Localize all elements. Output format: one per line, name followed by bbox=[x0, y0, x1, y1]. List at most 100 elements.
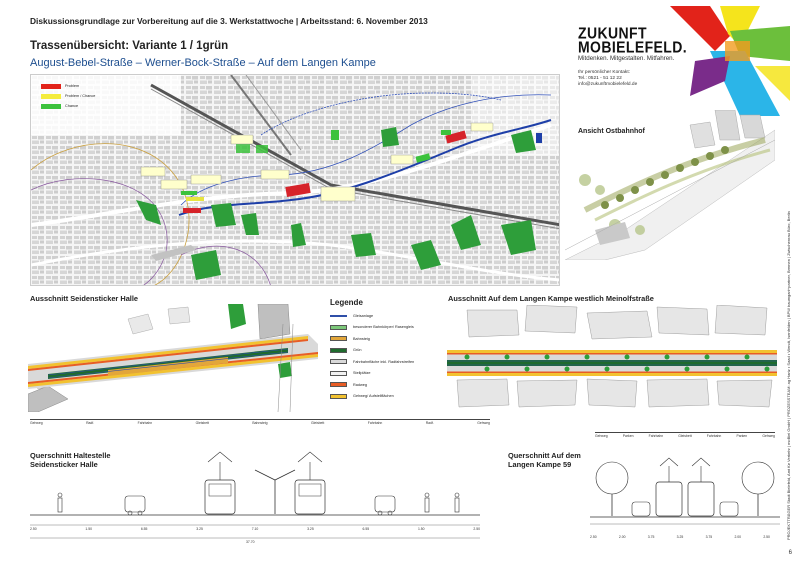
overview-map[interactable]: Problem Problem / Chance Chance bbox=[30, 74, 560, 286]
cross-purple-arm bbox=[690, 56, 730, 96]
contact-label: Ihr persönlicher Kontakt: bbox=[578, 70, 630, 75]
dim-label: Fahrbahn bbox=[648, 434, 664, 438]
cross-orange-center bbox=[725, 41, 750, 61]
brand-tagline: Mitdenken. Mitgestalten. Mitfahren. bbox=[578, 55, 675, 62]
map-legend-chance: Chance bbox=[41, 101, 95, 111]
legend-label: Grün bbox=[353, 348, 362, 353]
ostbahnhof-graphic bbox=[564, 109, 776, 261]
map-legend-label: Chance bbox=[65, 104, 79, 108]
dim-label: Fahrbahn bbox=[367, 421, 383, 425]
section-qs-halte-title: Querschnitt Haltestelle Seidensticker Ha… bbox=[30, 451, 111, 469]
map-legend-swatch bbox=[41, 93, 61, 99]
qs-number: 2.50 bbox=[763, 535, 770, 539]
map-legend-label: Problem bbox=[65, 84, 80, 88]
qs-halte-title-line-1: Querschnitt Haltestelle bbox=[30, 451, 111, 460]
legend-swatch bbox=[330, 336, 347, 342]
qs-number: 2.00 bbox=[618, 535, 626, 539]
overview-map-graphic bbox=[31, 75, 559, 285]
qs-halte-drawing[interactable] bbox=[30, 440, 490, 550]
qs-kampe-numbers: 2.50 2.00 3.75 3.25 3.75 2.00 2.50 bbox=[590, 535, 770, 539]
legend-swatch bbox=[330, 393, 347, 399]
map-legend-label: Problem / Chance bbox=[65, 94, 96, 98]
qs-number: 3.75 bbox=[705, 535, 713, 539]
qs-halte-numbers: 2.50 1.50 6.55 3.25 7.10 3.25 6.55 1.50 … bbox=[30, 527, 480, 531]
map-legend-problem-chance: Problem / Chance bbox=[41, 91, 95, 101]
map-legend-problem: Problem bbox=[41, 81, 95, 91]
contact-email: info@zukunftmobielefeld.de bbox=[578, 82, 638, 87]
legend-label: Gehweg/ Aufstellflächen bbox=[353, 394, 394, 399]
legend-title: Legende bbox=[330, 298, 363, 307]
map-legend: Problem Problem / Chance Chance bbox=[41, 81, 95, 111]
qs-number: 3.25 bbox=[196, 527, 203, 531]
seidensticker-plan[interactable] bbox=[27, 303, 318, 413]
cross-yellow-corner bbox=[755, 66, 790, 101]
dim-label: Radf. bbox=[425, 421, 434, 425]
section-qs-kampe-title: Querschnitt Auf dem Langen Kampe 59 bbox=[508, 451, 581, 469]
qs-kampe-graphic bbox=[590, 457, 780, 525]
page-subtitle: August-Bebel-Straße – Werner-Bock-Straße… bbox=[30, 57, 376, 69]
dim-label: Fahrbahn bbox=[137, 421, 153, 425]
map-legend-swatch bbox=[41, 103, 61, 109]
legend-item-bahnsteig: Bahnsteig bbox=[330, 333, 430, 345]
ostbahnhof-view[interactable] bbox=[564, 109, 776, 261]
dim-label: Gleisbett bbox=[678, 434, 692, 438]
section-ostbahnhof-title: Ansicht Ostbahnhof bbox=[578, 128, 645, 135]
seidensticker-plan-graphic bbox=[27, 303, 318, 413]
dim-label: Gehweg bbox=[30, 421, 43, 425]
legend-label: besonderer Bahnkörper/ Rasengleis bbox=[353, 325, 414, 330]
dim-label: Gleisbett bbox=[310, 421, 325, 425]
qs-kampe-title-line-2: Langen Kampe 59 bbox=[508, 460, 572, 469]
legend-label: Stellplätze bbox=[353, 371, 371, 376]
page-title: Trassenübersicht: Variante 1 / 1grün bbox=[30, 40, 229, 52]
brand-line-2: MOBIELEFELD. bbox=[578, 37, 688, 56]
qs-number: 2.00 bbox=[734, 535, 742, 539]
kampe-dim-bar bbox=[595, 432, 775, 433]
qs-number: 1.50 bbox=[417, 527, 425, 531]
legend-label: Radweg bbox=[353, 382, 367, 387]
qs-number: 3.25 bbox=[307, 527, 314, 531]
dim-label: Parken bbox=[736, 434, 748, 438]
legend-item-fahrbahn: Fahrbahnfläche inkl. Radfahrstreifen bbox=[330, 356, 430, 368]
qs-number: 2.50 bbox=[590, 535, 597, 539]
brand-line-1: ZUKUNFT bbox=[578, 23, 647, 43]
qs-number: 6.55 bbox=[140, 527, 148, 531]
legend-label: Gleisanlage bbox=[353, 313, 374, 318]
qs-kampe-title-line-1: Querschnitt Auf dem bbox=[508, 451, 581, 460]
qs-halte-title-line-2: Seidensticker Halle bbox=[30, 460, 98, 469]
qs-kampe-drawing[interactable] bbox=[590, 450, 780, 530]
qs-number: 3.25 bbox=[676, 535, 684, 539]
legend-item-stellplaetze: Stellplätze bbox=[330, 368, 430, 380]
contact-phone: Tel.: 0521 - 51 12 22 bbox=[578, 76, 622, 81]
legend-swatch bbox=[330, 314, 347, 317]
qs-number: 1.50 bbox=[85, 527, 93, 531]
dim-label: Gehweg bbox=[477, 421, 490, 425]
brand-contact: Ihr persönlicher Kontakt: Tel.: 0521 - 5… bbox=[578, 70, 637, 88]
qs-number: 3.75 bbox=[647, 535, 655, 539]
dim-label: Gleisbett bbox=[195, 421, 209, 425]
legend-list: Gleisanlage besonderer Bahnkörper/ Rasen… bbox=[330, 310, 430, 402]
seidensticker-dim-labels: Gehweg Radf. Fahrbahn Gleisbett Bahnstei… bbox=[30, 421, 490, 425]
brand-logo-text: ZUKUNFT MOBIELEFELD. bbox=[578, 23, 688, 56]
legend-item-gleisanlage: Gleisanlage bbox=[330, 310, 430, 322]
legend-item-rasengleis: besonderer Bahnkörper/ Rasengleis bbox=[330, 322, 430, 334]
legend-item-radweg: Radweg bbox=[330, 379, 430, 391]
section-seidensticker-title: Ausschnitt Seidensticker Halle bbox=[30, 294, 139, 303]
seidensticker-dim-bar bbox=[30, 419, 490, 429]
legend-swatch bbox=[330, 324, 347, 330]
legend-label: Fahrbahnfläche inkl. Radfahrstreifen bbox=[353, 359, 415, 364]
side-credit-label: PROJEKTTRÄGER Stadt Bielefeld, Amt für V… bbox=[786, 211, 791, 540]
legend-item-gruen: Grün bbox=[330, 345, 430, 357]
dim-label: Bahnsteig bbox=[252, 421, 268, 425]
map-legend-swatch bbox=[41, 83, 61, 89]
header-line: Diskussionsgrundlage zur Vorbereitung au… bbox=[30, 16, 428, 26]
qs-number: 7.10 bbox=[251, 527, 259, 531]
dim-label: Fahrbahn bbox=[706, 434, 722, 438]
legend-swatch bbox=[330, 347, 347, 353]
page-number: 6 bbox=[788, 550, 792, 556]
qs-halte-graphic bbox=[30, 451, 480, 539]
dim-label: Gehweg bbox=[762, 434, 775, 438]
langen-kampe-plan[interactable] bbox=[447, 304, 777, 410]
langen-kampe-plan-graphic bbox=[447, 304, 777, 410]
cross-red-arm bbox=[670, 6, 730, 51]
qs-number: 2.50 bbox=[30, 527, 37, 531]
